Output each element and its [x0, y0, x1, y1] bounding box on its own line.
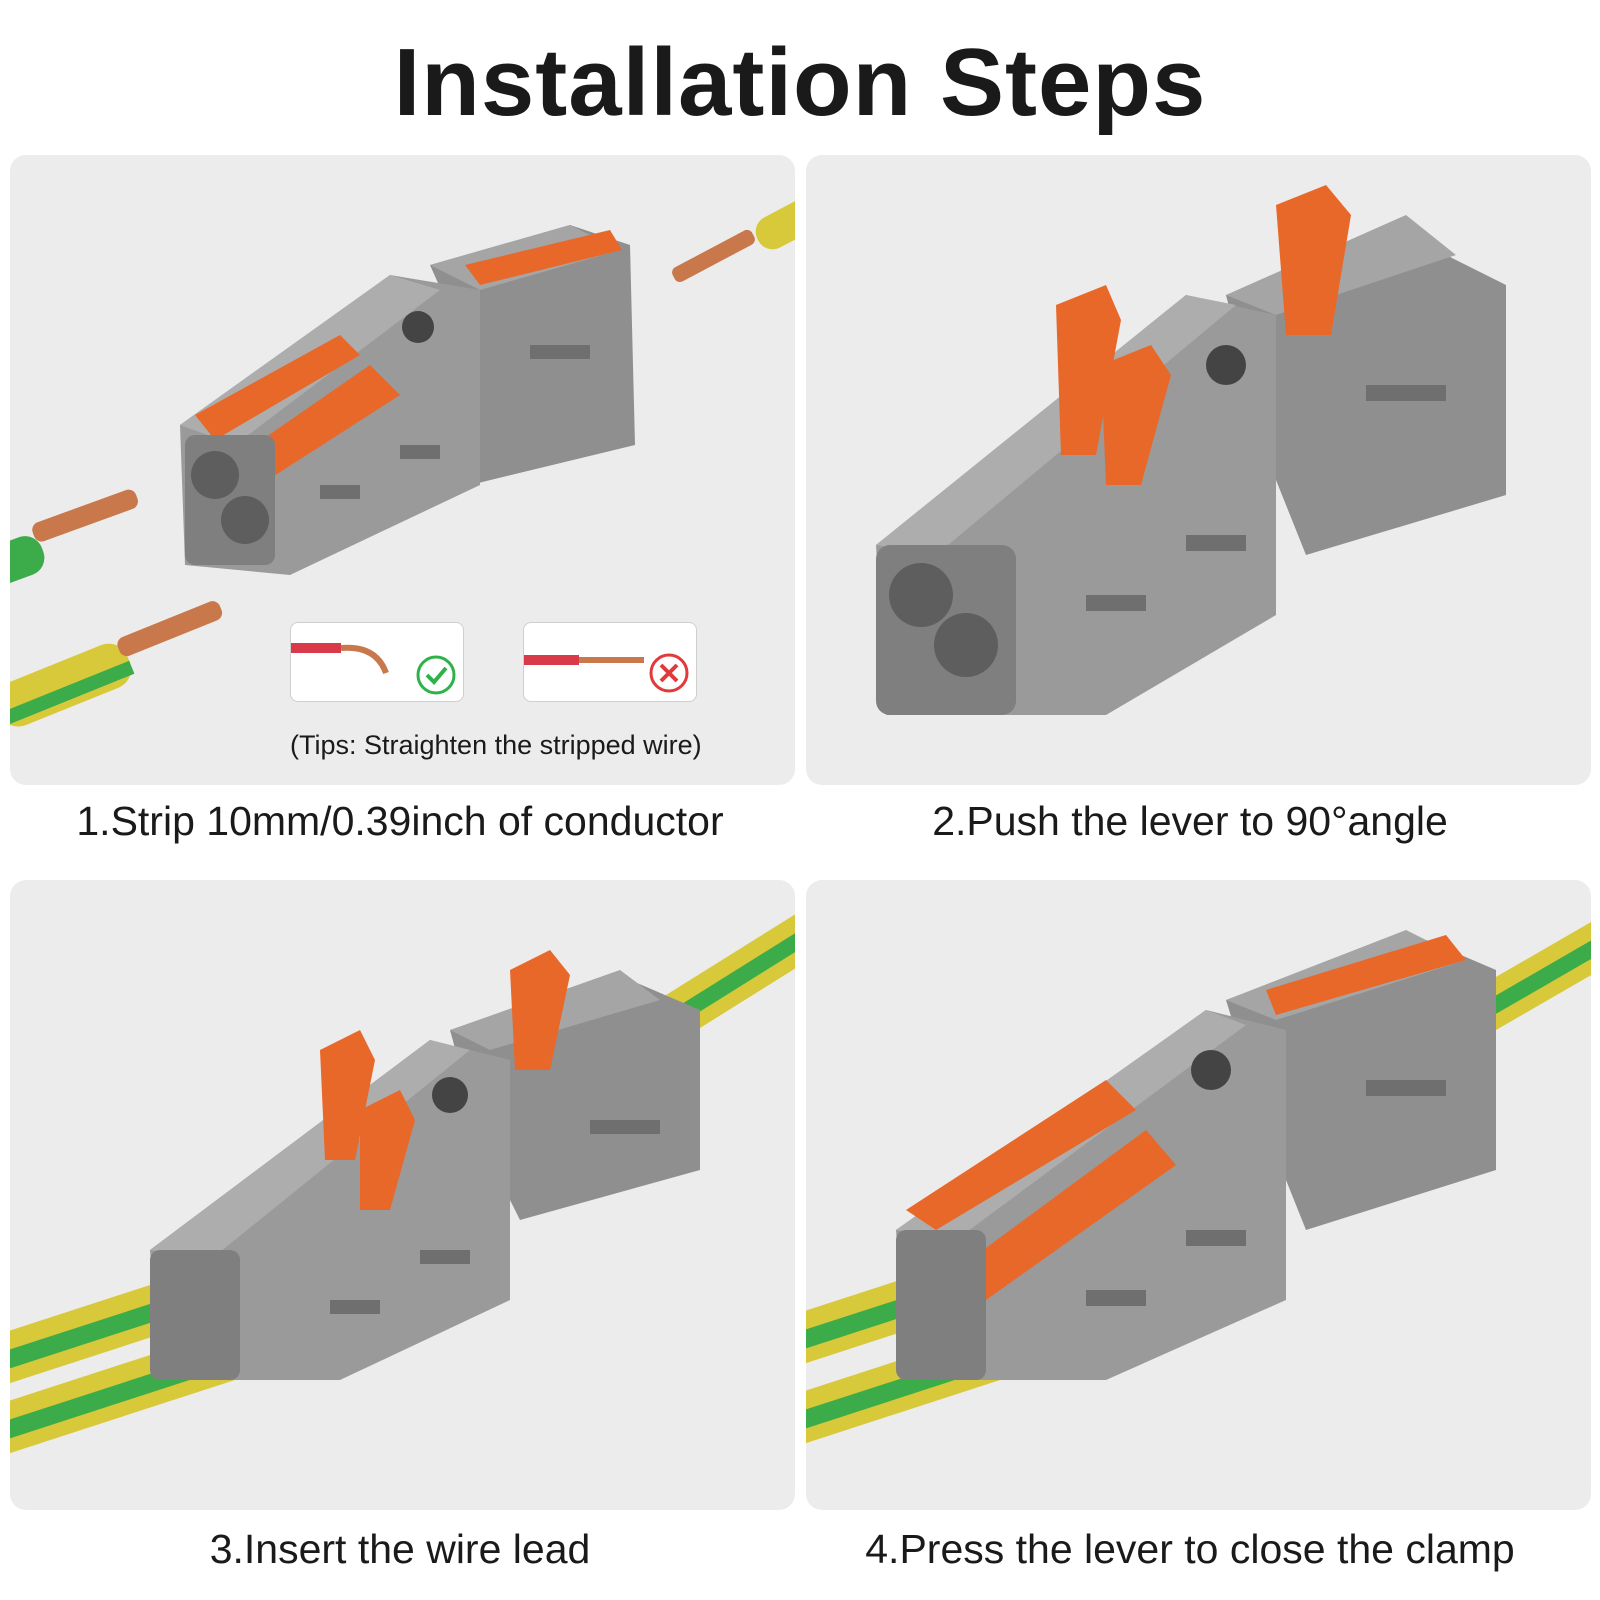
lever-connector — [896, 930, 1496, 1380]
lever-connector — [180, 225, 635, 575]
check-circle-icon — [416, 655, 456, 695]
step-3-caption: 3.Insert the wire lead — [209, 1526, 591, 1572]
wrong-wire-card — [523, 622, 697, 702]
step-4-image — [806, 880, 1591, 1510]
step-1-image: (Tips: Straighten the stripped wire) — [10, 155, 795, 785]
step-3-image — [10, 880, 795, 1510]
stripped-wire-left-upper — [10, 489, 138, 588]
lever-connector — [150, 950, 700, 1380]
page-title: Installation Steps — [393, 29, 1207, 136]
step-2-caption: 2.Push the lever to 90°angle — [932, 798, 1448, 844]
step-1-caption: 1.Strip 10mm/0.39inch of conductor — [76, 798, 724, 844]
stripped-wire-upper-right — [672, 193, 795, 283]
stripped-wire-left-lower — [10, 601, 223, 727]
step-4-caption: 4.Press the lever to close the clamp — [865, 1526, 1515, 1572]
lever-connector — [876, 185, 1506, 715]
tip-text: (Tips: Straighten the stripped wire) — [290, 730, 702, 760]
x-circle-icon — [649, 653, 689, 693]
correct-wire-card — [290, 622, 464, 702]
step-2-image — [806, 155, 1591, 785]
